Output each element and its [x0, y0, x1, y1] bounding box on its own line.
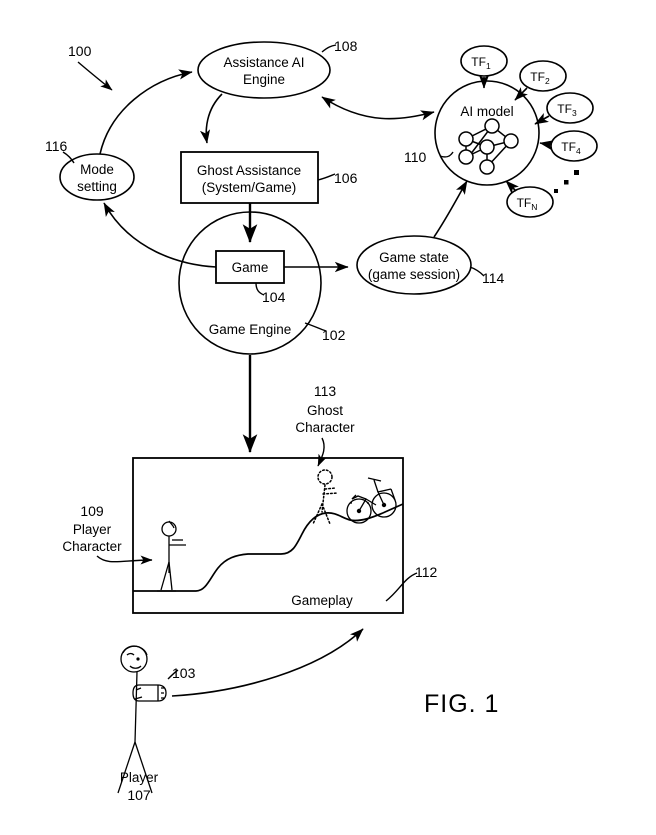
player-label: Player [120, 770, 159, 785]
transfer-function-tf-1[interactable]: TF1 [460, 45, 508, 89]
transfer-function-tf-3[interactable]: TF3 [534, 92, 594, 125]
figure-reference-100: 100 [68, 43, 113, 91]
tf-n-label: TFN [517, 196, 538, 212]
ref-116-text: 116 [45, 138, 68, 154]
node-game[interactable]: Game 104 [215, 250, 286, 305]
player-character-figure [157, 520, 186, 592]
game-state-label-line1: Game state [379, 250, 449, 265]
player-figure: 103 Player 107 [117, 645, 196, 803]
ghost-character-figure [312, 469, 339, 525]
terrain-path [133, 503, 403, 592]
ref-113-text: 113 [314, 383, 337, 399]
figure-label: FIG. 1 [424, 690, 499, 718]
player-character-callout-line2: Character [62, 539, 122, 554]
node-gameplay[interactable]: Gameplay 112 [132, 457, 438, 614]
assistance-ai-engine-label-line2: Engine [243, 72, 285, 87]
ghost-assistance-label-line2: (System/Game) [202, 180, 297, 195]
gameplay-screen[interactable] [132, 457, 404, 614]
node-ghost-assistance[interactable]: Ghost Assistance (System/Game) 106 [180, 151, 358, 204]
ref-102-text: 102 [322, 327, 346, 343]
game-engine-label: Game Engine [209, 322, 292, 337]
node-ai-model[interactable]: AI model 110 [404, 80, 540, 186]
tf-2-label: TF2 [530, 70, 550, 86]
ref-112-text: 112 [415, 564, 438, 580]
flow-assistance-ai-and-ai-model [321, 96, 435, 121]
ref-104-text: 104 [262, 289, 286, 305]
assistance-ai-engine-ellipse[interactable] [197, 41, 331, 99]
ref-107-text: 107 [127, 787, 151, 803]
transfer-function-tf-4[interactable]: TF4 [539, 130, 598, 162]
ghost-assistance-box[interactable] [180, 151, 319, 204]
node-mode-setting[interactable]: Mode setting 116 [45, 138, 135, 201]
assistance-ai-engine-label-line1: Assistance AI [223, 55, 304, 70]
flow-game-to-mode-setting [103, 202, 217, 268]
mode-setting-label-line2: setting [77, 179, 117, 194]
tf-1-label: TF1 [471, 55, 491, 71]
ref-108-text: 108 [334, 38, 358, 54]
ref-100-text: 100 [68, 43, 92, 59]
tf-n-ellipse[interactable] [506, 186, 554, 218]
flow-assistance-ai-to-ghost-assistance [199, 93, 223, 144]
ref-114-text: 114 [482, 270, 505, 286]
node-game-engine[interactable]: Game Engine 102 [178, 211, 346, 355]
ghost-character-callout-line2: Character [295, 420, 355, 435]
mode-setting-label-line1: Mode [80, 162, 114, 177]
player-character-callout-line1: Player [73, 522, 112, 537]
tf-2-ellipse[interactable] [519, 60, 567, 92]
transfer-function-tf-2[interactable]: TF2 [514, 60, 567, 101]
mode-setting-ellipse[interactable] [59, 153, 135, 201]
ref-103-text: 103 [172, 665, 196, 681]
game-state-ellipse[interactable] [356, 235, 472, 295]
transfer-function-tf-n[interactable]: TFN [505, 180, 554, 218]
tf-3-ellipse[interactable] [546, 92, 594, 124]
callout-ghost-character: 113 Ghost Character [295, 383, 355, 467]
ref-110-text: 110 [404, 149, 427, 165]
ghost-character-callout-line1: Ghost [307, 403, 343, 418]
game-label: Game [232, 260, 269, 275]
flow-mode-setting-to-assistance-ai [99, 69, 193, 155]
ellipsis-dots [554, 170, 579, 193]
controller-device [132, 684, 167, 702]
node-assistance-ai-engine[interactable]: Assistance AI Engine 108 [197, 38, 358, 99]
flow-controller-to-gameplay [171, 628, 364, 697]
node-game-state[interactable]: Game state (game session) 114 [356, 235, 505, 295]
bicycle-figure [346, 477, 397, 524]
ref-106-text: 106 [334, 170, 358, 186]
game-state-label-line2: (game session) [368, 267, 460, 282]
tf-3-label: TF3 [557, 102, 577, 118]
gameplay-label: Gameplay [291, 593, 353, 608]
ai-model-label: AI model [460, 104, 513, 119]
ref-109-text: 109 [80, 503, 104, 519]
flow-game-state-to-ai-model [433, 180, 468, 238]
neural-network-graph-icon [458, 118, 519, 175]
ghost-assistance-label-line1: Ghost Assistance [197, 163, 301, 178]
tf-4-label: TF4 [561, 140, 581, 156]
callout-player-character: 109 Player Character [62, 503, 153, 565]
